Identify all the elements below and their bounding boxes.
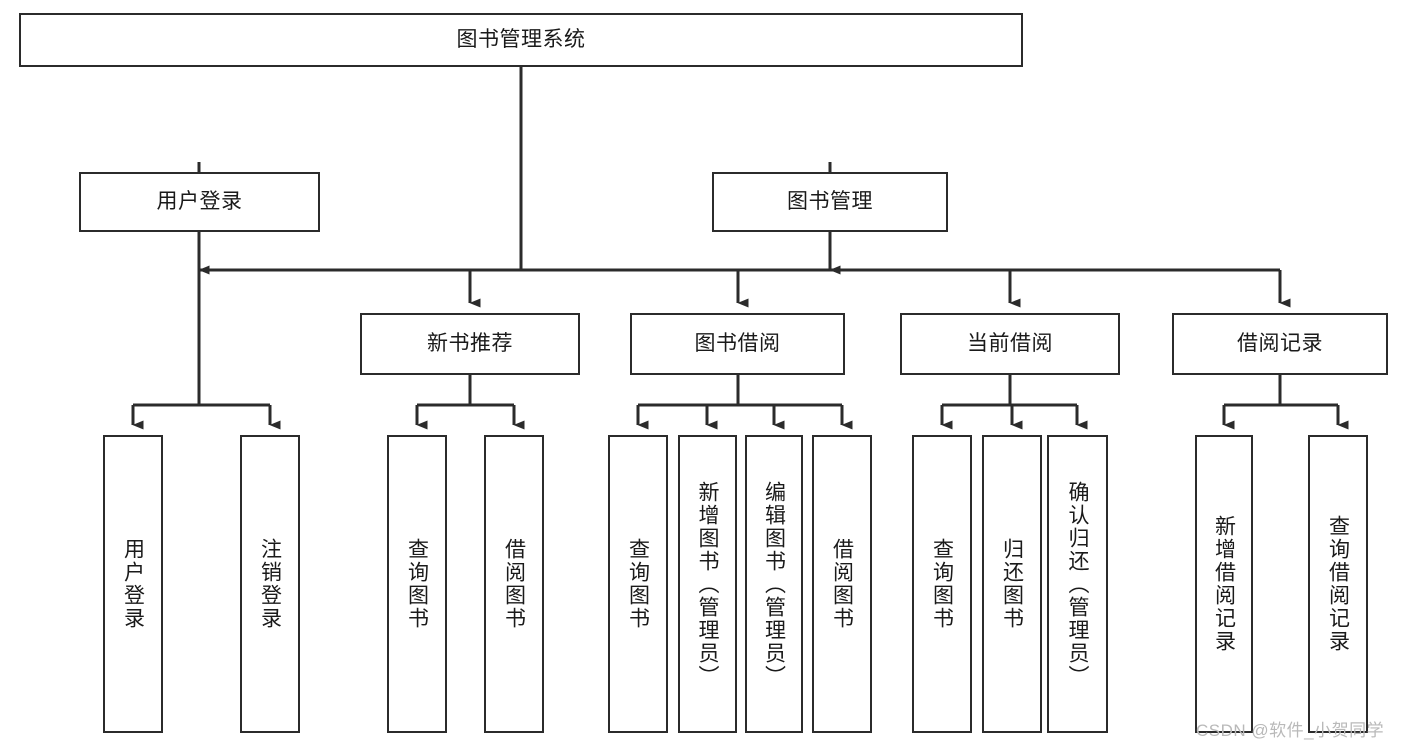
node-root[interactable]: 图书管理系统 <box>19 13 1023 67</box>
node-leaf-edit-book-label: 编辑图书（管理员） <box>762 480 786 688</box>
node-leaf-logout-label: 注销登录 <box>258 538 282 630</box>
node-leaf-query-record-label: 查询借阅记录 <box>1326 515 1350 653</box>
node-leaf-user-login[interactable]: 用户登录 <box>103 435 163 733</box>
node-new-book-recommend-label: 新书推荐 <box>427 331 513 355</box>
node-root-label: 图书管理系统 <box>456 27 586 51</box>
node-leaf-add-record-label: 新增借阅记录 <box>1212 515 1236 653</box>
node-leaf-query-book-borrow[interactable]: 查询图书 <box>608 435 668 733</box>
node-borrow-record[interactable]: 借阅记录 <box>1172 313 1388 375</box>
node-current-borrow[interactable]: 当前借阅 <box>900 313 1120 375</box>
node-user-login-label: 用户登录 <box>156 189 243 213</box>
node-leaf-logout[interactable]: 注销登录 <box>240 435 300 733</box>
node-book-borrow[interactable]: 图书借阅 <box>630 313 845 375</box>
node-leaf-add-record[interactable]: 新增借阅记录 <box>1195 435 1253 733</box>
node-user-login[interactable]: 用户登录 <box>79 172 320 232</box>
node-current-borrow-label: 当前借阅 <box>967 331 1053 355</box>
node-leaf-borrow-book-label: 借阅图书 <box>830 538 854 630</box>
node-leaf-borrow-book[interactable]: 借阅图书 <box>812 435 872 733</box>
node-leaf-query-book-rec-label: 查询图书 <box>405 538 429 630</box>
node-leaf-user-login-label: 用户登录 <box>121 538 145 630</box>
node-borrow-record-label: 借阅记录 <box>1237 331 1323 355</box>
node-new-book-recommend[interactable]: 新书推荐 <box>360 313 580 375</box>
node-book-management-label: 图书管理 <box>787 189 873 213</box>
node-leaf-return-book-label: 归还图书 <box>1000 538 1024 630</box>
node-leaf-query-record[interactable]: 查询借阅记录 <box>1308 435 1368 733</box>
node-leaf-add-book[interactable]: 新增图书（管理员） <box>678 435 737 733</box>
node-leaf-edit-book[interactable]: 编辑图书（管理员） <box>745 435 803 733</box>
node-leaf-return-book[interactable]: 归还图书 <box>982 435 1042 733</box>
node-leaf-query-book-rec[interactable]: 查询图书 <box>387 435 447 733</box>
node-leaf-query-book-borrow-label: 查询图书 <box>626 538 650 630</box>
node-leaf-borrow-book-rec[interactable]: 借阅图书 <box>484 435 544 733</box>
node-leaf-add-book-label: 新增图书（管理员） <box>696 480 719 688</box>
node-leaf-query-book-current-label: 查询图书 <box>930 538 954 630</box>
node-leaf-confirm-return[interactable]: 确认归还（管理员） <box>1047 435 1108 733</box>
node-book-management[interactable]: 图书管理 <box>712 172 948 232</box>
node-leaf-borrow-book-rec-label: 借阅图书 <box>502 538 526 630</box>
node-leaf-confirm-return-label: 确认归还（管理员） <box>1066 480 1089 688</box>
node-book-borrow-label: 图书借阅 <box>694 331 781 355</box>
node-leaf-query-book-current[interactable]: 查询图书 <box>912 435 972 733</box>
